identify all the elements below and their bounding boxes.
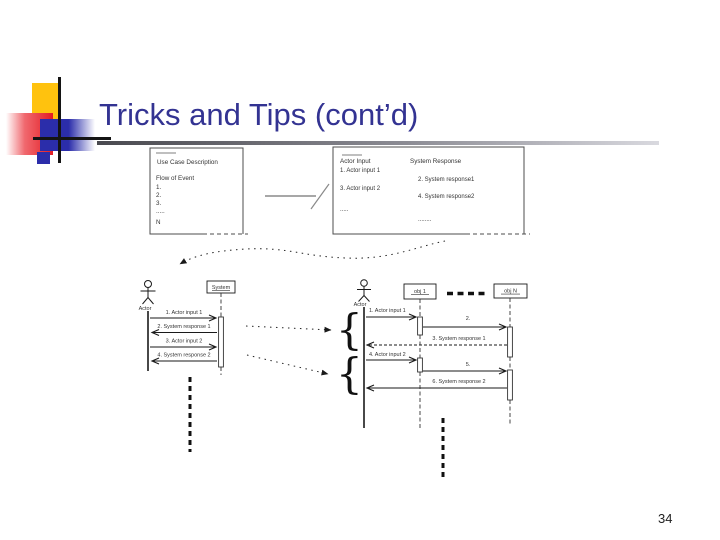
objN-box [493,283,528,299]
objN-activation-bar [507,326,513,358]
actor-leg [358,295,365,302]
use-case-step: ..... [156,208,165,215]
table-cell: 4. System response2 [418,194,475,200]
system-label: System [212,285,231,291]
actor-label: Actor [139,306,152,312]
connector-slash [310,183,330,210]
message-label: 2. [466,316,471,322]
actor-leg [142,297,149,305]
message-label: 4. System response 2 [157,353,210,359]
table-cell: 2. System response1 [418,177,475,183]
logo-small-blue-square [37,152,50,164]
objN-activation-bar [507,369,513,401]
brace-pointer-dotted-line [246,354,329,376]
message-label: 3. System response 1 [432,336,485,342]
table-cell: 1. Actor input 1 [340,168,381,174]
grouping-brace: { [336,349,363,398]
use-case-description-box: Use Case Description Flow of Event 1. 2.… [149,147,248,235]
system-response-header: System Response [410,158,462,165]
use-case-step: 3. [156,200,162,207]
objN-label: obj N [504,289,517,295]
tabular-box-border [332,146,525,235]
derivation-dotted-curve [179,240,446,265]
table-cell: ........ [418,217,432,223]
title-underline-rule [97,141,659,145]
actor-label: Actor [354,302,367,308]
use-case-box-title: Use Case Description [157,159,218,166]
obj1-label: obj 1 [414,289,426,295]
table-cell: ..... [340,207,349,213]
use-case-step: 1. [156,184,162,191]
logo-blue-square [40,119,95,151]
message-label: 6. System response 2 [432,379,485,385]
use-case-box-border [149,147,244,235]
message-label: 5. [466,362,471,368]
message-label: 1. Actor input 1 [166,310,203,316]
message-label: 2. System response 1 [157,324,210,330]
actor-head [360,279,368,287]
logo-horizontal-line [33,137,111,140]
right-sequence-diagram: Actor obj 1 obj N 1. Actor input 1 2. 3. [354,279,528,478]
system-activation-bar [218,316,224,368]
page-number: 34 [658,511,673,526]
use-case-step: N [156,219,161,226]
table-cell: 3. Actor input 2 [340,186,381,192]
message-label: 4. Actor input 2 [369,352,406,358]
use-case-step: 2. [156,192,162,199]
actor-figure [140,280,156,305]
actor-leg [147,297,154,305]
box-connector-arrow [265,183,330,210]
brace-pointer-dotted-line [245,325,332,333]
obj1-activation-bar [417,316,423,336]
actor-figure [357,279,371,302]
actor-head [144,280,152,288]
page-title: Tricks and Tips (cont’d) [99,97,419,132]
actor-input-header: Actor Input [340,158,371,165]
grouping-brace: { [336,305,363,354]
left-sequence-diagram: Actor System 1. Actor input 1 2. System … [139,280,236,452]
logo-vertical-line [58,77,61,163]
use-case-flow-label: Flow of Event [156,175,194,182]
message-label: 1. Actor input 1 [369,308,406,314]
actor-leg [363,295,370,302]
message-label: 3. Actor input 2 [166,339,203,345]
brace-annotations: { { [245,305,363,398]
actor-input-response-box: Actor Input System Response 1. Actor inp… [332,146,530,235]
obj1-activation-bar [417,357,423,373]
